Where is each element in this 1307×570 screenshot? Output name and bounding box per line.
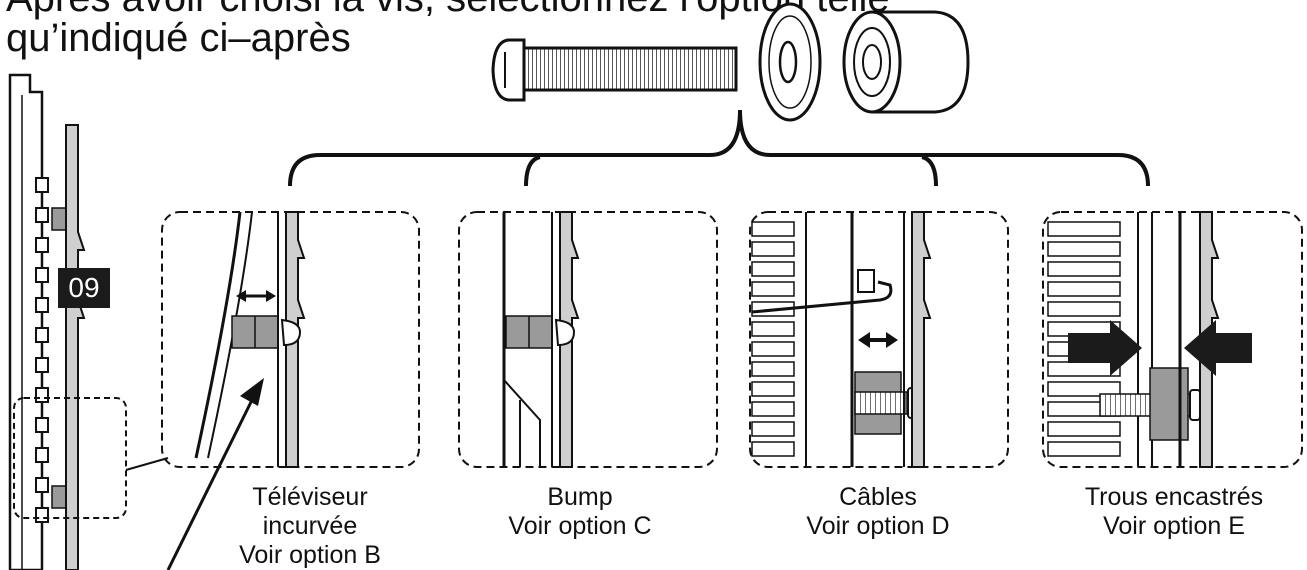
panel-curved-tv: [161, 211, 420, 468]
selection-bracket: [288, 109, 1150, 187]
caption-line: Bump: [547, 483, 613, 511]
instruction-title-line-1: Après avoir choisi la vis, sélectionnez …: [6, 0, 890, 18]
double-arrow-icon: [858, 332, 898, 348]
option-caption-recessed-holes: Trous encastrés Voir option E: [1044, 483, 1304, 541]
caption-line: incurvée: [262, 512, 358, 540]
caption-line: Voir option C: [508, 512, 652, 540]
instruction-title-line-2: qu’indiqué ci–après: [6, 16, 351, 60]
option-caption-cables: Câbles Voir option D: [748, 483, 1008, 541]
caption-line: Voir option D: [806, 512, 950, 540]
screw-icon: [491, 38, 738, 102]
washer-icon: [758, 2, 822, 122]
caption-line: Trous encastrés: [1084, 483, 1264, 511]
pointer-arrow-icon: [166, 378, 264, 570]
panel-cables: [749, 211, 1009, 468]
caption-line: Téléviseur: [252, 483, 368, 511]
caption-line: Voir option E: [1103, 512, 1245, 540]
step-number-badge: 09: [58, 268, 110, 308]
wall-plate-side-view: [8, 73, 169, 570]
arrow-left-icon: [1184, 320, 1252, 376]
option-caption-bump: Bump Voir option C: [450, 483, 710, 541]
option-caption-curved-tv: Téléviseur incurvée Voir option B: [180, 483, 440, 570]
caption-line: Câbles: [839, 483, 917, 511]
panel-bump: [458, 211, 718, 468]
panel-recessed-holes: [1042, 211, 1303, 468]
double-arrow-icon: [236, 290, 276, 302]
caption-line: Voir option B: [239, 541, 381, 569]
spacer-icon: [842, 10, 970, 114]
arrow-right-icon: [1068, 320, 1142, 376]
